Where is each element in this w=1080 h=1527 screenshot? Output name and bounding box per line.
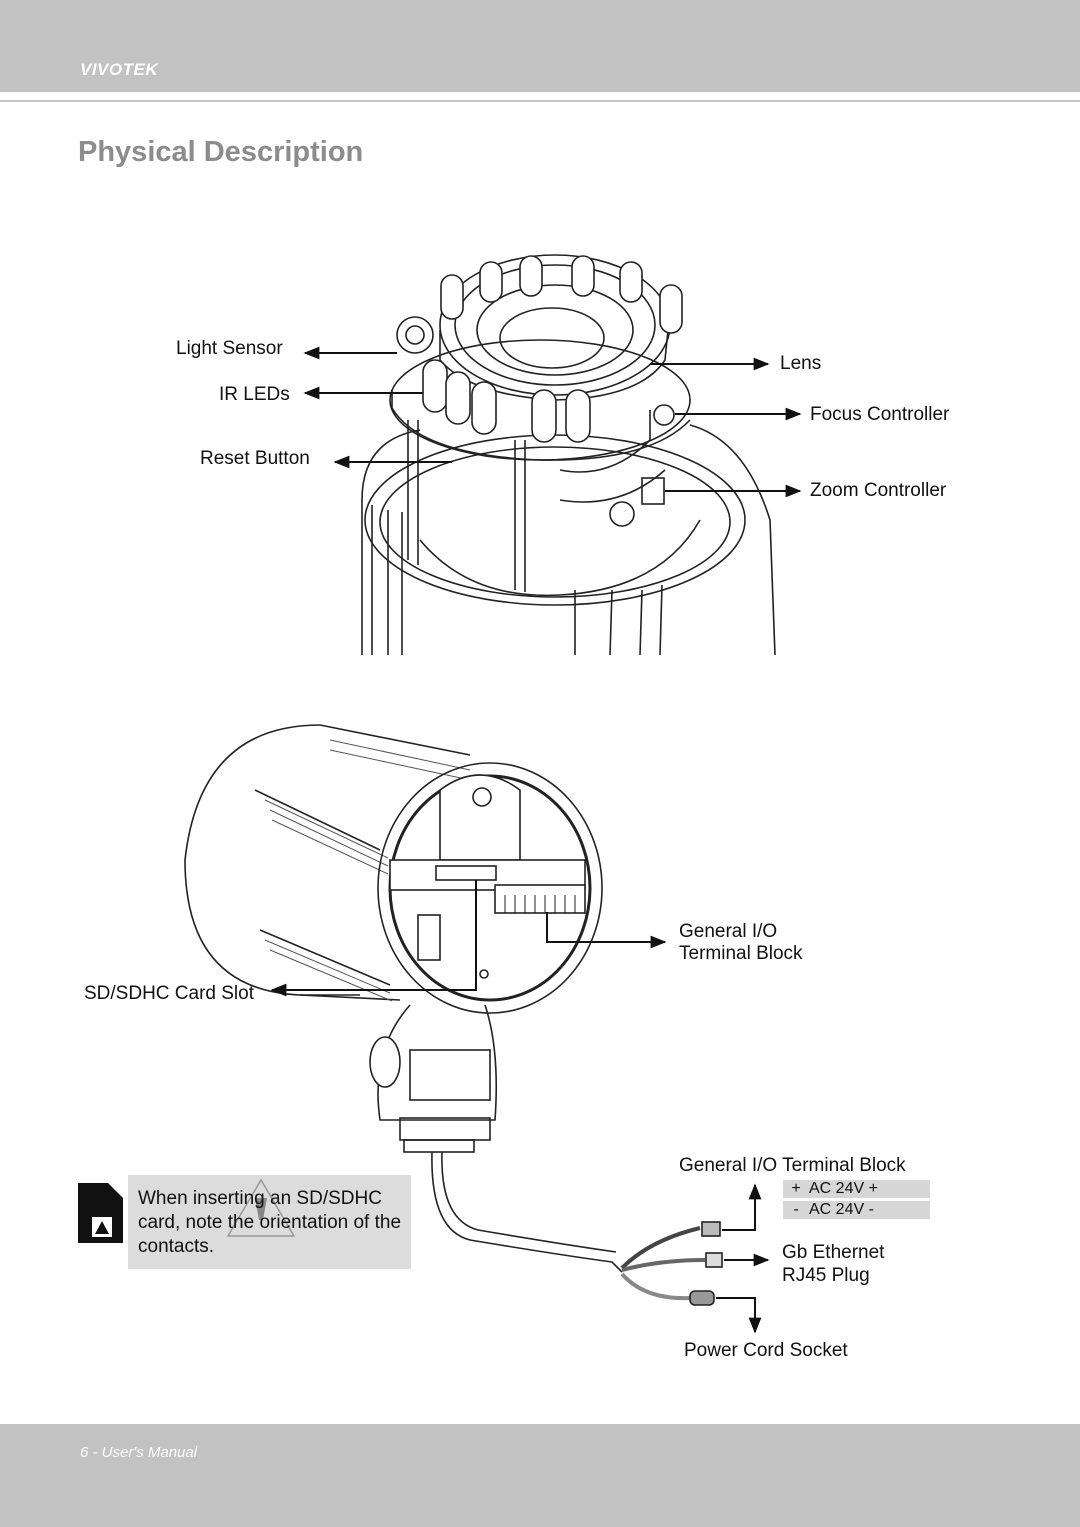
label-ir-leds: IR LEDs xyxy=(219,384,290,405)
warning-icon xyxy=(226,1178,296,1237)
label-general-io-line2: Terminal Block xyxy=(679,943,803,964)
label-lens: Lens xyxy=(780,353,822,374)
page-title: Physical Description xyxy=(78,136,364,168)
header-bar xyxy=(0,0,1080,92)
label-reset-button: Reset Button xyxy=(200,448,310,469)
camera-bottom-illustration xyxy=(184,724,723,1306)
camera-top-illustration xyxy=(361,254,776,656)
label-gb-ethernet-line2: RJ45 Plug xyxy=(782,1265,870,1286)
label-general-io-line1: General I/O xyxy=(679,921,778,942)
label-power-cord-socket: Power Cord Socket xyxy=(684,1340,848,1361)
note-box xyxy=(128,1175,411,1269)
note-icon xyxy=(78,1183,123,1243)
label-general-io-terminal-block: General I/O Terminal Block xyxy=(679,1155,906,1176)
terminal-label: AC 24V + xyxy=(809,1180,878,1197)
terminal-row-negative: - AC 24V - xyxy=(783,1201,930,1219)
terminal-sign: - xyxy=(793,1201,799,1218)
label-light-sensor: Light Sensor xyxy=(176,338,283,359)
terminal-sign: + xyxy=(791,1180,801,1197)
label-sd-card-slot: SD/SDHC Card Slot xyxy=(84,983,254,1004)
label-focus-controller: Focus Controller xyxy=(810,404,950,425)
terminal-block-table: + AC 24V + - AC 24V - xyxy=(783,1180,930,1222)
footer-bar xyxy=(0,1424,1080,1527)
header-divider xyxy=(0,100,1080,102)
label-zoom-controller: Zoom Controller xyxy=(810,480,947,501)
note-text: When inserting an SD/SDHC card, note the… xyxy=(138,1188,402,1257)
terminal-row-positive: + AC 24V + xyxy=(783,1180,930,1198)
terminal-label: AC 24V - xyxy=(809,1201,874,1218)
brand-logo: VIVOTEK xyxy=(80,60,159,79)
footer-page-label: 6 - User's Manual xyxy=(80,1444,198,1461)
label-gb-ethernet-line1: Gb Ethernet xyxy=(782,1242,885,1263)
